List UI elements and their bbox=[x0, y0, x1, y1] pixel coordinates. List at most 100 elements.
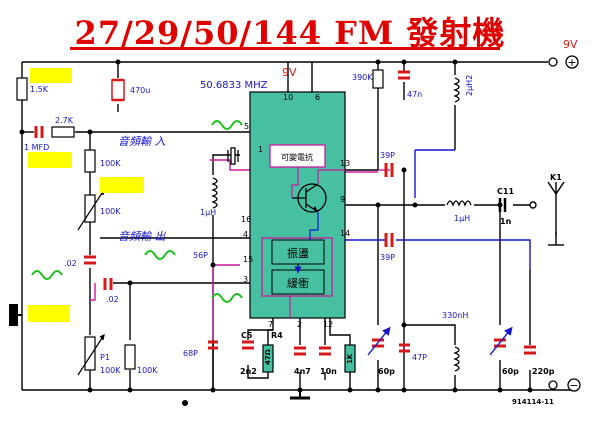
cap-68p bbox=[208, 340, 218, 350]
vco-label: 可變電抗 bbox=[281, 152, 313, 162]
frequency-label: 50.6833 MHZ bbox=[200, 80, 268, 91]
osc-label: 振盪 bbox=[287, 246, 309, 260]
resistor-100k-a bbox=[84, 149, 96, 173]
osc-buffer-frame bbox=[261, 237, 333, 297]
pin-3: 3 bbox=[243, 275, 248, 284]
label-1k: 1K bbox=[346, 353, 354, 364]
label-470u: 470u bbox=[130, 86, 150, 95]
inductor-2uh2 bbox=[453, 77, 460, 103]
label-1k5: 1.5K bbox=[30, 85, 49, 94]
cap-1mfd bbox=[34, 126, 44, 138]
terminal-minus-label: − bbox=[569, 379, 578, 392]
colored-wiring bbox=[90, 149, 531, 340]
pin-13: 13 bbox=[340, 159, 350, 168]
label-2uh2: 2μH2 bbox=[465, 75, 474, 96]
cap-60p-a bbox=[372, 338, 384, 348]
label-k1: K1 bbox=[550, 173, 562, 182]
label-c11-val: 1n bbox=[500, 217, 512, 226]
ic-supply-label: 9V bbox=[282, 66, 297, 79]
label-220p: 220p bbox=[532, 367, 555, 376]
title-underline bbox=[70, 47, 500, 50]
pin-2: 2 bbox=[297, 320, 302, 329]
resistor-100k-b bbox=[124, 344, 136, 370]
pin-12: 12 bbox=[323, 320, 333, 329]
resistor-1k5 bbox=[16, 77, 28, 101]
pin-14: 14 bbox=[340, 229, 350, 238]
label-100k-b: 100K bbox=[137, 366, 158, 375]
resistors bbox=[16, 69, 384, 373]
highlight-boxes bbox=[28, 68, 144, 322]
label-2k7: 2.7K bbox=[55, 116, 74, 125]
label-1uh-a: 1μH bbox=[200, 208, 216, 217]
label-100k-a: 100K bbox=[100, 159, 121, 168]
label-39p-a: 39P bbox=[380, 151, 395, 160]
pot-p1 bbox=[84, 336, 96, 371]
cap-470u bbox=[112, 78, 124, 102]
resistor-1k bbox=[344, 344, 356, 373]
junction-dots bbox=[19, 59, 533, 406]
label-4n7: 4n7 bbox=[294, 367, 311, 376]
terminal-minus-icon bbox=[567, 378, 581, 392]
osc-block bbox=[271, 239, 325, 265]
label-330nh: 330nH bbox=[442, 311, 468, 320]
antenna-icon bbox=[529, 181, 565, 209]
microphone-icon bbox=[9, 304, 22, 326]
diagram-title: 27/29/50/144 FM 發射機 bbox=[74, 14, 506, 52]
pin-10: 10 bbox=[283, 93, 293, 102]
label-60p-b: 60p bbox=[502, 367, 519, 376]
label-c5-val: 2n2 bbox=[240, 367, 257, 376]
buffer-label: 緩衝 bbox=[287, 276, 309, 290]
terminal-plus-icon bbox=[565, 55, 579, 69]
label-pot-100k-b: 100K bbox=[100, 366, 121, 375]
buffer-block bbox=[271, 269, 325, 295]
inductor-1uh-a bbox=[211, 177, 218, 209]
cap-47n bbox=[398, 70, 410, 80]
pin-4: 4 bbox=[243, 230, 248, 239]
cap-02-b bbox=[103, 278, 113, 290]
pin-9: 9 bbox=[340, 195, 345, 204]
potentiometers bbox=[77, 188, 105, 376]
label-c5: C5 bbox=[241, 331, 253, 340]
ic-chip bbox=[249, 91, 346, 319]
cap-c5 bbox=[242, 340, 254, 350]
pin-6: 6 bbox=[315, 93, 320, 102]
label-68p: 68P bbox=[183, 349, 198, 358]
label-47p: 47P bbox=[412, 353, 427, 362]
label-r4: R4 bbox=[271, 331, 283, 340]
pin-16: 16 bbox=[241, 215, 251, 224]
inductor-1uh-b bbox=[446, 200, 472, 207]
pot-100k-a bbox=[84, 194, 96, 223]
label-10n: 10n bbox=[320, 367, 337, 376]
pin-5: 5 bbox=[244, 122, 249, 131]
cap-47p bbox=[399, 343, 410, 353]
resistor-2k7 bbox=[51, 126, 75, 138]
label-02-b: .02 bbox=[106, 295, 119, 304]
pin-7: 7 bbox=[268, 320, 273, 329]
label-c11: C11 bbox=[497, 187, 514, 196]
resistor-390k bbox=[372, 69, 384, 89]
pin-1: 1 bbox=[258, 145, 263, 154]
label-1uh-b: 1μH bbox=[454, 214, 470, 223]
capacitors bbox=[34, 70, 536, 356]
label-60p-a: 60p bbox=[378, 367, 395, 376]
inductors bbox=[211, 77, 472, 372]
pin-15: 15 bbox=[243, 255, 253, 264]
label-r4-val: 47Ω bbox=[264, 349, 272, 365]
cap-10n bbox=[319, 346, 331, 356]
label-p1: P1 bbox=[100, 353, 110, 362]
resistor-r4 bbox=[262, 344, 274, 373]
terminal-top-icon bbox=[548, 57, 558, 67]
cap-39p-a bbox=[384, 163, 394, 177]
label-pot-100k-a: 100K bbox=[100, 207, 121, 216]
signal-waves bbox=[31, 120, 243, 303]
cap-4n7 bbox=[294, 346, 306, 356]
terminal-plus-label: + bbox=[567, 56, 576, 69]
label-1mfd: 1 MFD bbox=[24, 143, 49, 152]
cap-220p bbox=[524, 345, 536, 355]
audio-out-label: 音頻輸 出 bbox=[118, 230, 166, 243]
label-47n: 47n bbox=[407, 90, 422, 99]
cap-02-a bbox=[84, 255, 96, 265]
label-56p: 56P bbox=[193, 251, 208, 260]
label-02-a: .02 bbox=[64, 259, 77, 268]
label-390k: 390K bbox=[352, 73, 373, 82]
